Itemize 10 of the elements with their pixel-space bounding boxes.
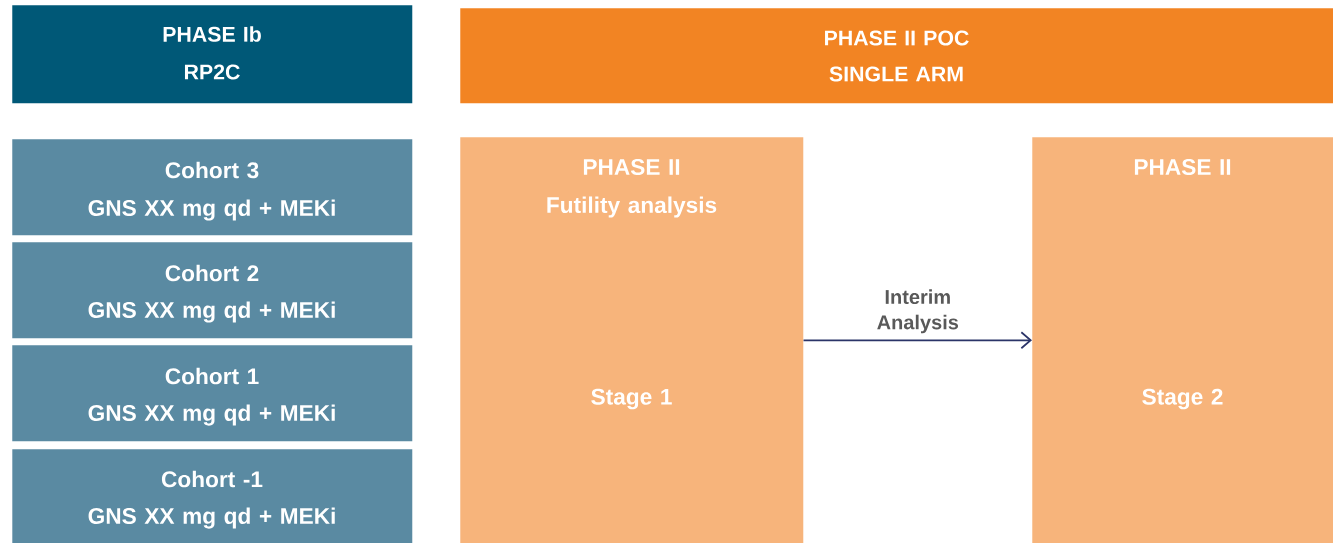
header-box: PHASE Ib RP2C [12,5,413,104]
cohort-box: Cohort 2 GNS XX mg qd + MEKi [12,242,413,339]
stage-box: PHASE II Futility analysis Stage 1 [460,137,804,543]
cohort-box: Cohort -1 GNS XX mg qd + MEKi [12,449,413,543]
stage-box: PHASE II Stage 2 [1032,137,1333,543]
arrow [802,331,1032,350]
header-box: PHASE II POC SINGLE ARM [460,8,1333,104]
cohort-box: Cohort 3 GNS XX mg qd + MEKi [12,139,413,236]
edge-label: Interim Analysis [863,288,973,335]
cohort-box: Cohort 1 GNS XX mg qd + MEKi [12,345,413,442]
